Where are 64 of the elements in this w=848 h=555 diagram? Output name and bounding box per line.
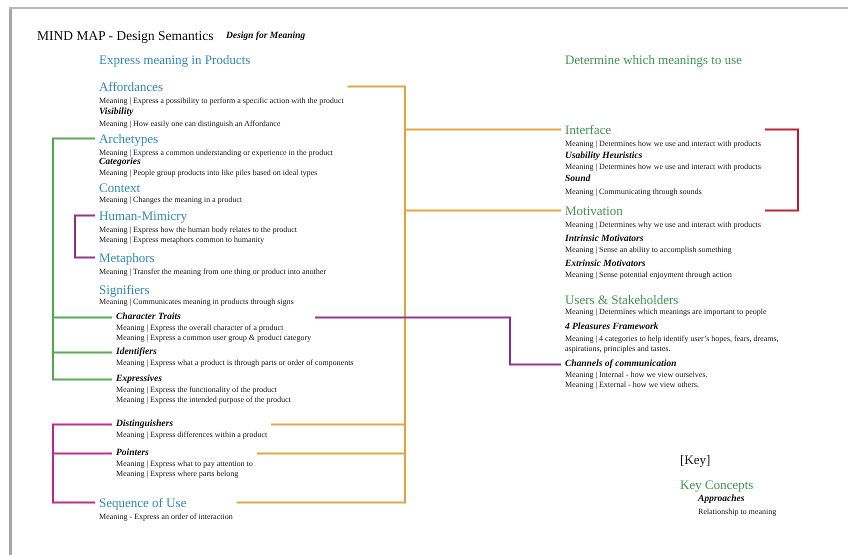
meaning-text: Meaning | Express the functionality of the product <box>116 385 278 395</box>
meaning-text: Meaning | How easily one can distinguish an Affordance <box>99 119 280 129</box>
meaning-text: Meaning | Communicating through sounds <box>565 187 702 197</box>
topic-heading: Character Traits <box>116 312 182 323</box>
meaning-text: Meaning | Express the intended purpose of the product <box>116 395 291 405</box>
topic-heading: Context <box>99 180 140 195</box>
meaning-text: Meaning | External - how we view others. <box>565 380 700 390</box>
subtopic-heading: Usability Heuristics <box>565 151 642 162</box>
key-entry: Approaches <box>698 494 744 505</box>
meaning-text: Meaning | 4 categories to help identify user’s hopes, fears, dreams, aspirations, principles and tastes. <box>565 334 780 354</box>
topic-heading: Metaphors <box>99 250 156 265</box>
meaning-text: Meaning | Express what a product is through parts or order of components <box>116 358 354 368</box>
connector-line <box>765 128 799 212</box>
meaning-text: Meaning | Express where parts belong <box>116 469 240 479</box>
topic-heading: Affordances <box>99 79 164 94</box>
meaning-text: Meaning | Sense potential enjoyment through action <box>565 270 732 280</box>
meaning-text: Meaning | Express the overall character of a product <box>116 323 284 333</box>
topic-heading: Pointers <box>116 448 150 459</box>
topic-heading: Human-Mimicry <box>99 208 188 223</box>
meaning-text: Meaning | Determines which meanings are important to people <box>565 307 767 317</box>
subtopic-heading: Sound <box>565 174 590 185</box>
meaning-text: Meaning | Sense an ability to accomplish something <box>565 245 732 255</box>
topic-heading: Sequence of Use <box>99 495 188 510</box>
meaning-text: Meaning | Express a common user group & product category <box>116 333 312 343</box>
topic-heading: Interface <box>565 122 612 137</box>
meaning-text: Meaning | Express what to pay attention to <box>116 459 253 469</box>
meaning-text: Meaning | People group products into like piles based on ideal types <box>99 168 318 178</box>
meaning-text: Meaning - Express an order of interaction <box>99 512 233 522</box>
subtopic-heading: Visibility <box>99 107 134 118</box>
topic-heading: Archetypes <box>99 131 160 146</box>
title: MIND MAP - Design Semantics <box>37 28 214 44</box>
connector-line <box>236 210 561 504</box>
connector-line <box>52 424 112 504</box>
connector-line <box>315 316 561 366</box>
meaning-text: Meaning | Internal - how we view ourselves. <box>565 370 708 380</box>
meaning-text: Meaning | Communicates meaning in products through signs <box>99 297 294 307</box>
key-entry: Relationship to meaning <box>698 507 776 517</box>
meaning-text: Meaning | Determines how we use and interact with products <box>565 139 761 149</box>
meaning-text: Meaning | Express a common understanding or experience in the product <box>99 148 333 158</box>
topic-heading: Expressives <box>116 374 163 385</box>
meaning-text: Meaning | Changes the meaning in a product <box>99 195 242 205</box>
subtitle: Design for Meaning <box>226 31 306 42</box>
meaning-text: Meaning | Determines why we use and interact with products <box>565 220 761 230</box>
subtopic-heading: Intrinsic Motivators <box>565 234 644 245</box>
topic-heading: Identifiers <box>116 347 158 358</box>
section-heading: Determine which meanings to use <box>565 52 742 67</box>
topic-heading: Distinguishers <box>116 419 174 430</box>
meaning-text: Meaning | Express differences within a product <box>116 430 268 440</box>
connector-line <box>74 214 95 258</box>
subtopic-heading: Categories <box>99 157 141 168</box>
subtopic-heading: 4 Pleasures Framework <box>565 322 658 333</box>
topic-heading: Signifiers <box>99 282 150 297</box>
topic-heading: Users & Stakeholders <box>565 292 678 307</box>
section-heading: Express meaning in Products <box>99 52 250 67</box>
key-entry: Key Concepts <box>680 477 754 492</box>
key-heading: [Key] <box>680 452 710 467</box>
meaning-text: Meaning | Determines how we use and interact with products <box>565 162 761 172</box>
meaning-text: Meaning | Express a possibility to perform a specific action with the product <box>99 96 344 106</box>
meaning-text: Meaning | Transfer the meaning from one thing or product into another <box>99 267 326 277</box>
topic-heading: Channels of communication <box>565 359 678 370</box>
subtopic-heading: Extrinsic Motivators <box>565 259 646 270</box>
topic-heading: Motivation <box>565 203 624 218</box>
meaning-text: Meaning | Express how the human body relates to the product <box>99 225 297 235</box>
meaning-text: Meaning | Express metaphors common to humanity <box>99 235 266 245</box>
